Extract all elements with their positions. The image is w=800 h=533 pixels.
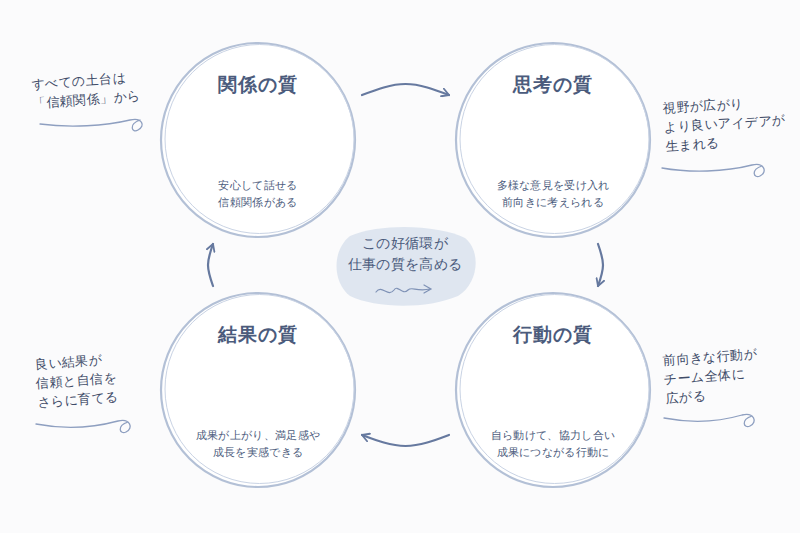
quality-circle: 思考の質多様な意見を受け入れ 前向きに考えられる — [453, 40, 653, 240]
circle-ring — [460, 295, 649, 484]
quality-circle: 結果の質成果が上がり、満足感や 成長を実感できる — [158, 290, 358, 490]
side-note: 良い結果が 信頼と自信を さらに育てる — [34, 348, 142, 412]
circle-body: 安心して話せる 信頼関係がある — [187, 178, 329, 211]
circle-body: 成果が上がり、満足感や 成長を実感できる — [187, 428, 329, 461]
side-note: すべての土台は 「信頼関係」から — [31, 68, 149, 114]
center-blob: この好循環が 仕事の質を高める — [330, 222, 480, 308]
squiggle — [662, 164, 764, 176]
squiggle — [36, 420, 130, 432]
circle-ring — [161, 43, 355, 237]
circle-ring — [456, 293, 650, 487]
circle-ring — [161, 293, 355, 487]
circle-heading: 関係の質 — [168, 70, 348, 99]
squiggle-arrow — [376, 285, 431, 293]
circle-outline — [453, 40, 653, 240]
cycle-arrow — [362, 84, 449, 95]
circle-outline — [158, 290, 358, 490]
blob-fill — [337, 227, 476, 306]
side-note: 視野が広がり より良いアイデアが 生まれる — [662, 92, 788, 157]
label-squiggles — [36, 119, 764, 432]
circle-heading: 思考の質 — [463, 70, 643, 99]
circle-outline — [453, 290, 653, 490]
circle-body: 多様な意見を受け入れ 前向きに考えられる — [482, 178, 624, 211]
squiggle — [40, 119, 142, 131]
cycle-arrow — [208, 244, 213, 286]
side-note: 前向きな行動が チーム全体に 広がる — [662, 344, 778, 408]
circle-ring — [165, 45, 354, 234]
circle-ring — [456, 43, 650, 237]
circle-body: 自ら動けて、協力し合い 成果につながる行動に — [482, 428, 624, 461]
cycle-arrow — [598, 244, 603, 286]
quality-circle: 関係の質安心して話せる 信頼関係がある — [158, 40, 358, 240]
circle-heading: 結果の質 — [168, 320, 348, 349]
circle-ring — [165, 295, 354, 484]
center-message: この好循環が 仕事の質を高める — [337, 233, 473, 275]
circle-outline — [158, 40, 358, 240]
circle-heading: 行動の質 — [463, 320, 643, 349]
circle-ring — [460, 45, 649, 234]
quality-circle: 行動の質自ら動けて、協力し合い 成果につながる行動に — [453, 290, 653, 490]
cycle-arrow — [362, 435, 449, 446]
squiggle — [664, 414, 754, 426]
